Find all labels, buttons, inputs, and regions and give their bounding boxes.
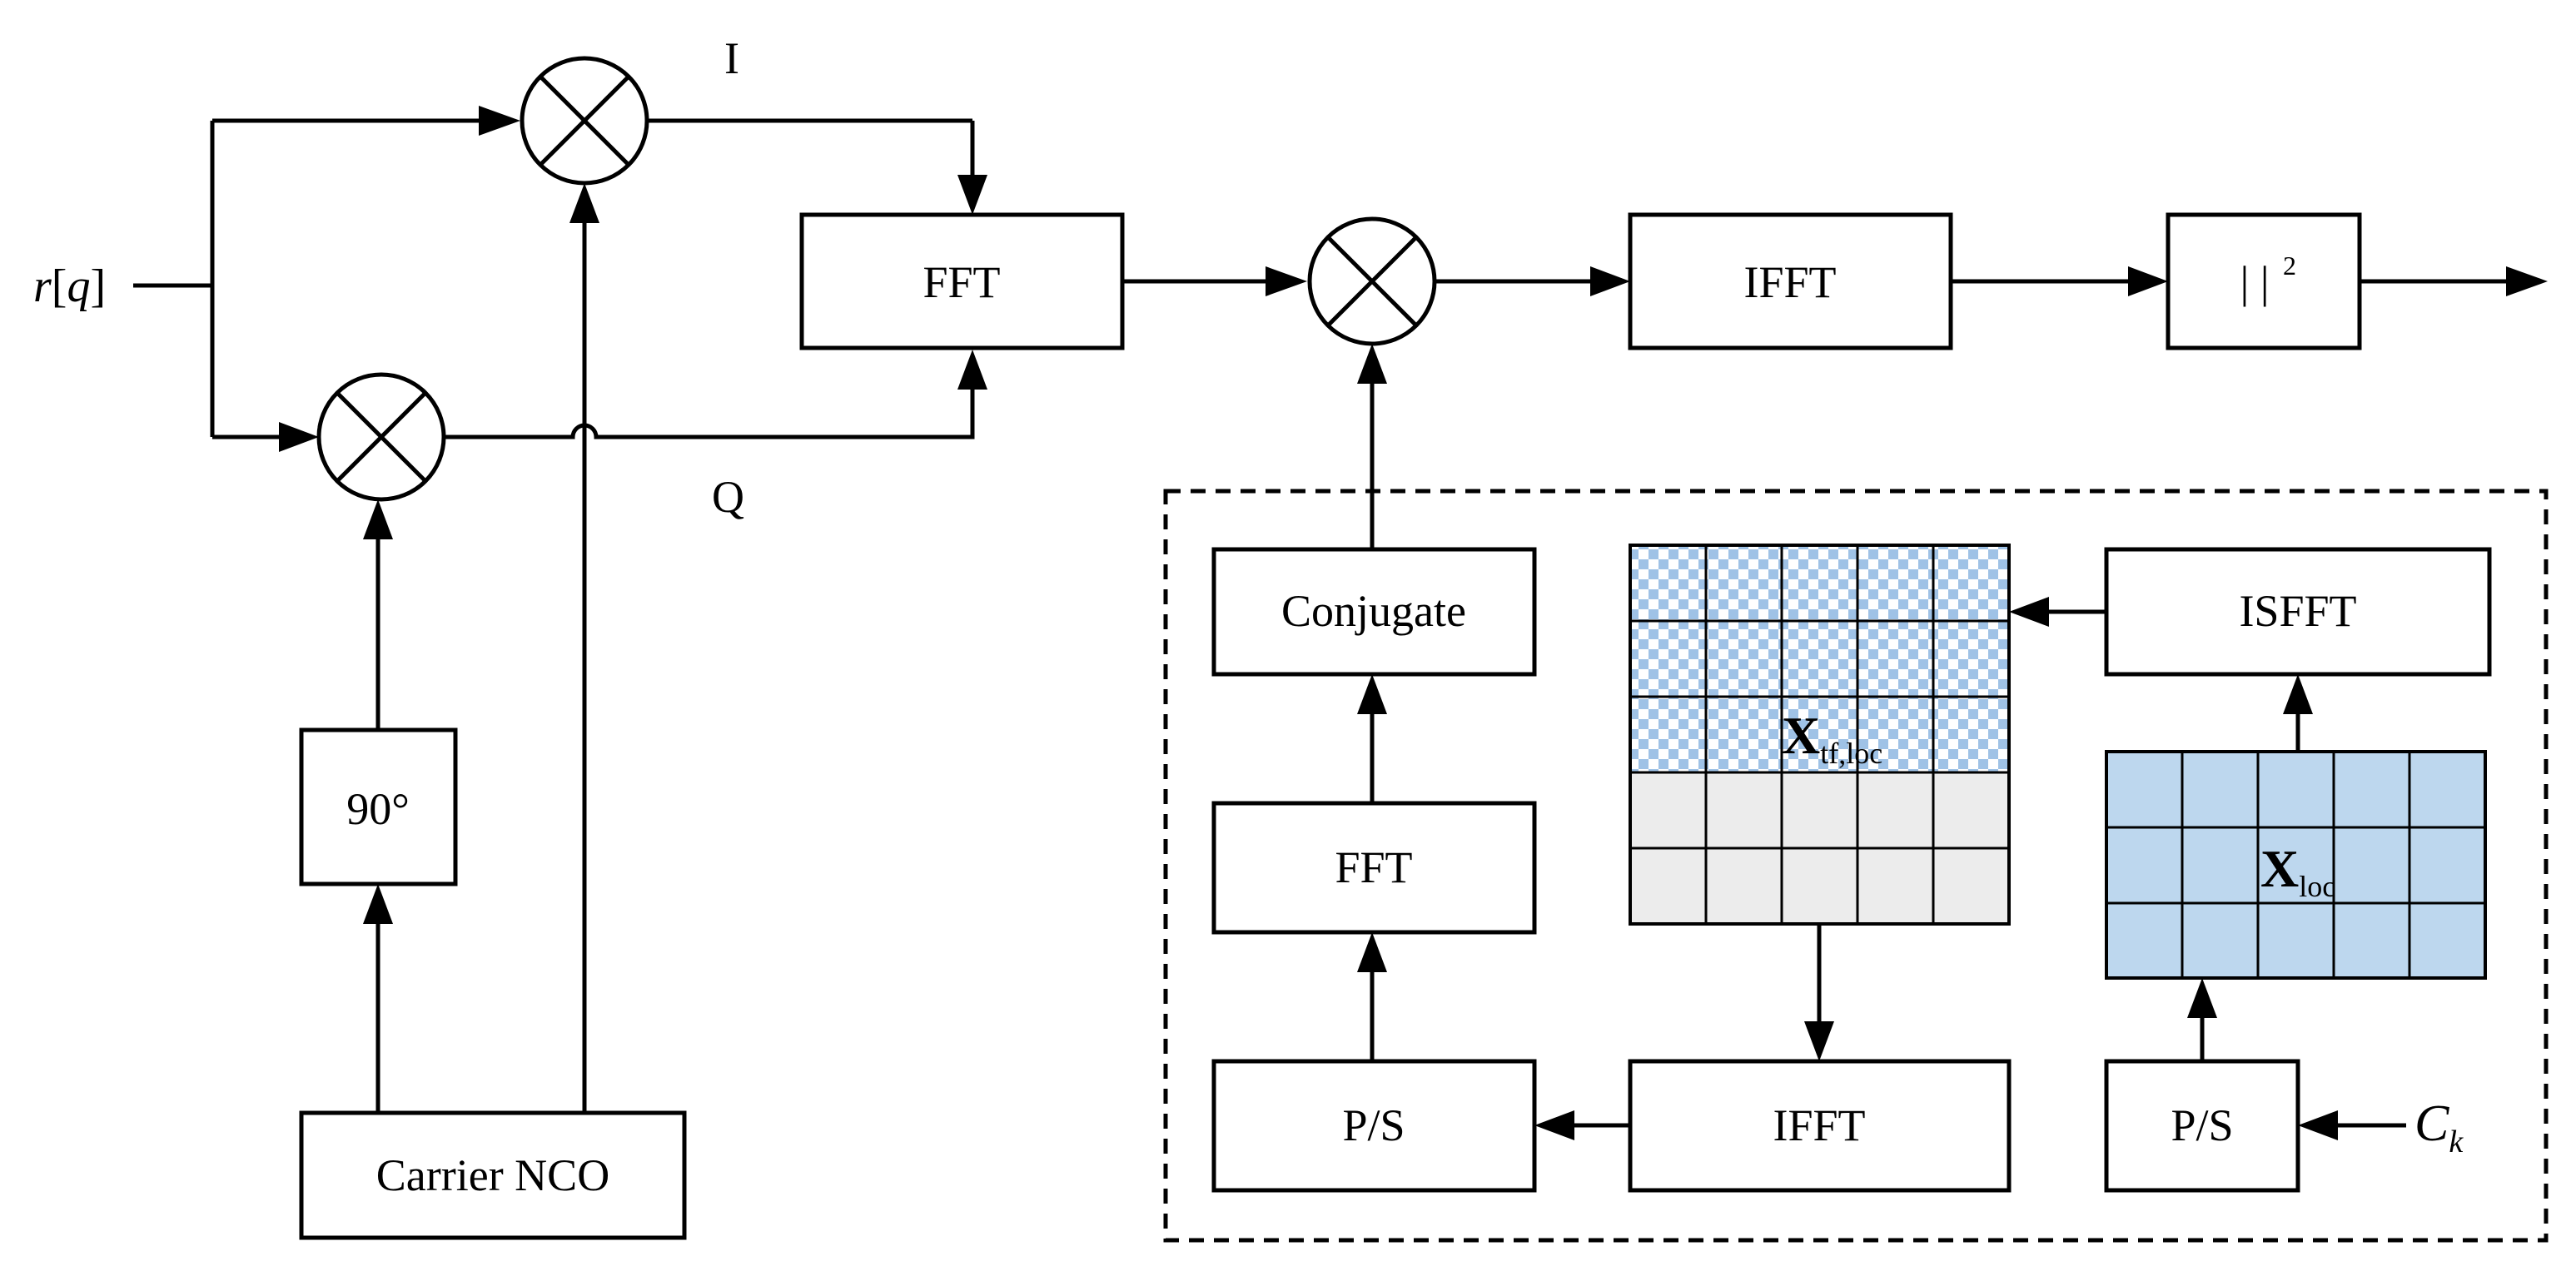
- isfft-to-matrix-wire: [2009, 597, 2106, 627]
- ifft-bottom-block: [1628, 1059, 2012, 1193]
- input-signal-label: r[q]: [33, 261, 106, 312]
- x-tf-loc-label: Xtf,loc: [1782, 706, 1882, 770]
- conjugate-label: Conjugate: [1281, 586, 1466, 636]
- magnitude-squared-block: [2166, 212, 2362, 350]
- conjugate-to-correlator-wire: [1357, 344, 1387, 549]
- nco-wires: [363, 183, 599, 1113]
- ifft-top-block: [1628, 212, 1953, 350]
- x-tf-loc-matrix: [1629, 544, 2011, 926]
- mixer-i: [520, 56, 649, 186]
- fft-to-conjugate-wire: [1357, 674, 1387, 803]
- ps-to-xloc-wire: [2187, 978, 2217, 1061]
- correlation-mixer: [1307, 216, 1437, 346]
- ps-left-block: [1211, 1059, 1537, 1193]
- q-branch-wire: [444, 350, 987, 439]
- xloc-to-isfft-wire: [2283, 674, 2313, 752]
- matrix-to-ifft-wire: [1804, 924, 1834, 1061]
- ps-right-block: [2104, 1059, 2300, 1193]
- ifft-to-ps-wire: [1534, 1110, 1630, 1140]
- isfft-label: ISFFT: [2239, 586, 2356, 636]
- ps-to-fft-wire: [1357, 932, 1387, 1061]
- fft-top-label: FFT: [922, 257, 1000, 307]
- q-branch-label: Q: [712, 472, 744, 522]
- local-reference-region: [1163, 489, 2549, 1243]
- code-input-wire: [2298, 1110, 2406, 1140]
- i-branch-label: I: [724, 33, 739, 83]
- mixer-q: [316, 372, 446, 502]
- ps-right-label: P/S: [2171, 1100, 2233, 1150]
- ifft-top-label: IFFT: [1743, 257, 1836, 307]
- fft-to-correlator-wire: [1122, 266, 1307, 296]
- i-branch-wire: [647, 118, 987, 215]
- conjugate-block: [1211, 547, 1537, 677]
- magnitude-squared-exponent: 2: [2283, 251, 2296, 281]
- output-wire: [2360, 266, 2548, 296]
- correlator-to-ifft-wire: [1435, 266, 1630, 296]
- input-split-wires: [133, 106, 520, 452]
- ps-left-label: P/S: [1342, 1100, 1405, 1150]
- fft-bottom-label: FFT: [1335, 842, 1412, 892]
- carrier-nco-label: Carrier NCO: [376, 1150, 609, 1200]
- code-input-label: Ck: [2414, 1095, 2464, 1159]
- magnitude-squared-label: | |: [2240, 257, 2269, 307]
- fft-bottom-block: [1211, 801, 1537, 935]
- ifft-bottom-label: IFFT: [1773, 1100, 1865, 1150]
- carrier-nco-block: [299, 1110, 687, 1240]
- ifft-to-mag-wire: [1951, 266, 2168, 296]
- x-loc-label: Xloc: [2260, 839, 2335, 903]
- phase-shift-label: 90°: [346, 784, 410, 834]
- fft-top-block: [799, 212, 1125, 350]
- isfft-block: [2104, 547, 2492, 677]
